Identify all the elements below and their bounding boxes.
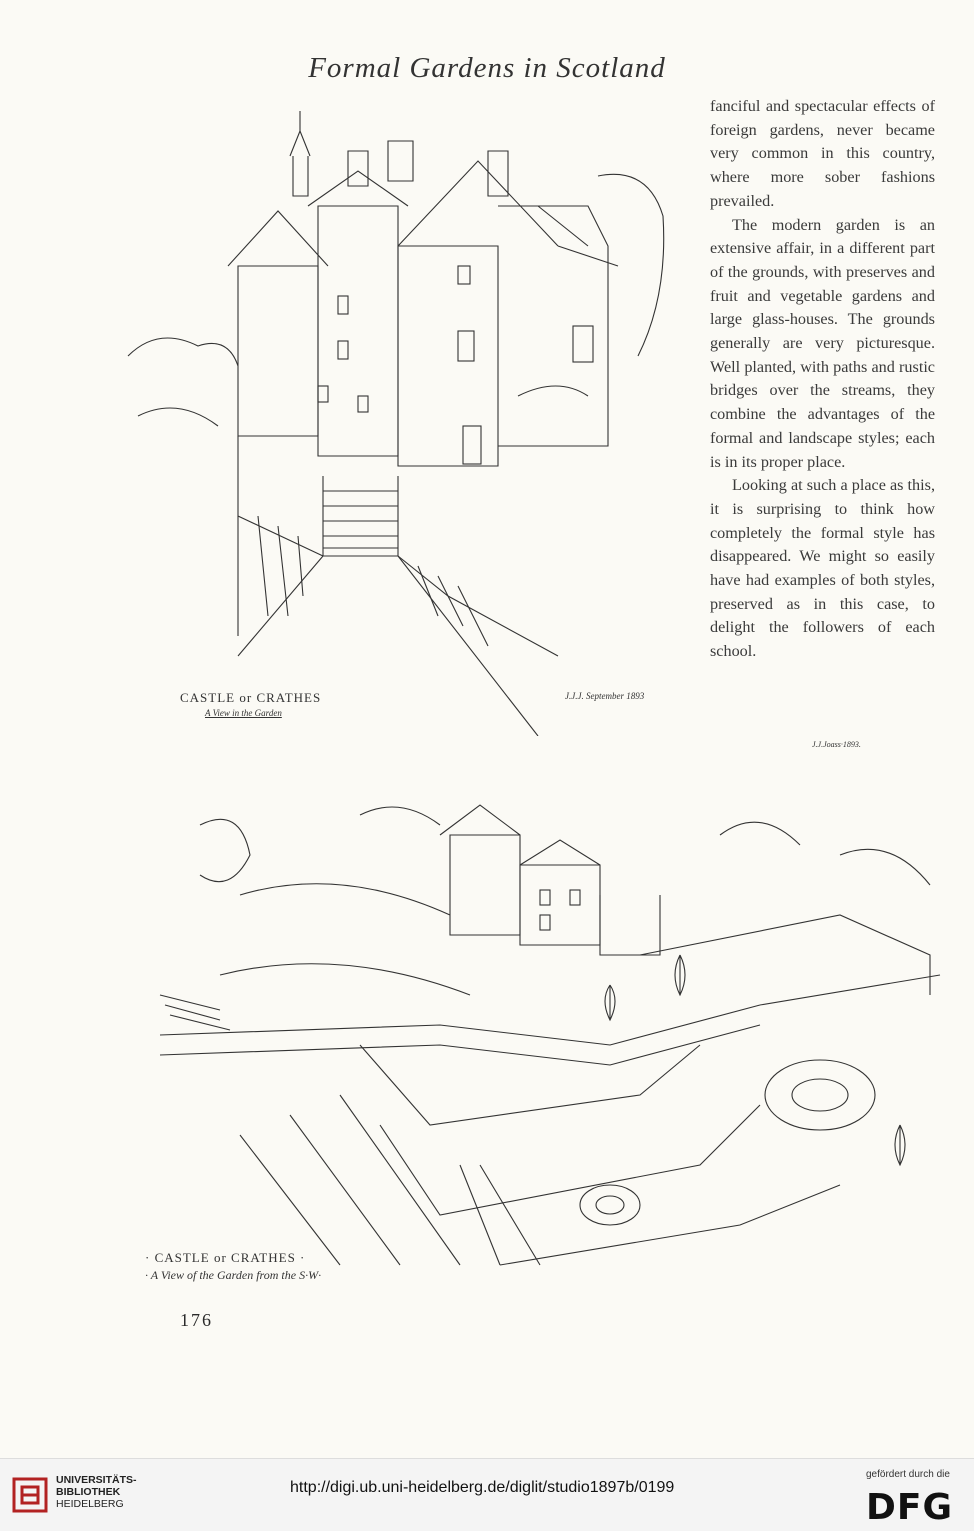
permalink-url[interactable]: http://digi.ub.uni-heidelberg.de/diglit/… [290, 1479, 675, 1496]
figure2-caption-subtitle: · A View of the Garden from the S·W· [145, 1268, 322, 1282]
institution-line-2: BIBLIOTHEK [56, 1486, 121, 1498]
paragraph-1: fanciful and spectacular effects of fore… [710, 97, 935, 210]
digitization-footer: UNIVERSITÄTS- BIBLIOTHEK HEIDELBERG http… [0, 1458, 974, 1531]
institution-line-1: UNIVERSITÄTS- [56, 1474, 137, 1486]
paragraph-3: Looking at such a place as this, it is s… [710, 476, 935, 661]
university-library-name: UNIVERSITÄTS- BIBLIOTHEK HEIDELBERG [56, 1474, 137, 1510]
figure1-caption-subtitle: A View in the Garden [205, 708, 282, 718]
figure1-signature: J.J.J. September 1893 [565, 691, 645, 701]
castle-illustration [127, 111, 665, 736]
funding-label: gefördert durch die [866, 1469, 950, 1480]
figure2-caption-title: · CASTLE or CRATHES · [145, 1250, 306, 1265]
figure2-signature: J.J.Joass·1893. [812, 740, 861, 749]
body-text-column: fanciful and spectacular effects of fore… [710, 95, 935, 664]
dfg-logo: DFG [866, 1487, 954, 1528]
paragraph-2: The modern garden is an extensive affair… [710, 215, 935, 471]
book-page: Formal Gardens in Scotland [127, 52, 941, 1330]
page-number: 176 [180, 1310, 213, 1330]
running-head: Formal Gardens in Scotland [308, 52, 666, 84]
institution-line-3: HEIDELBERG [56, 1498, 124, 1510]
garden-illustration [159, 804, 941, 1266]
figure1-caption-title: CASTLE or CRATHES [180, 690, 322, 705]
university-library-logo-icon [12, 1477, 48, 1513]
